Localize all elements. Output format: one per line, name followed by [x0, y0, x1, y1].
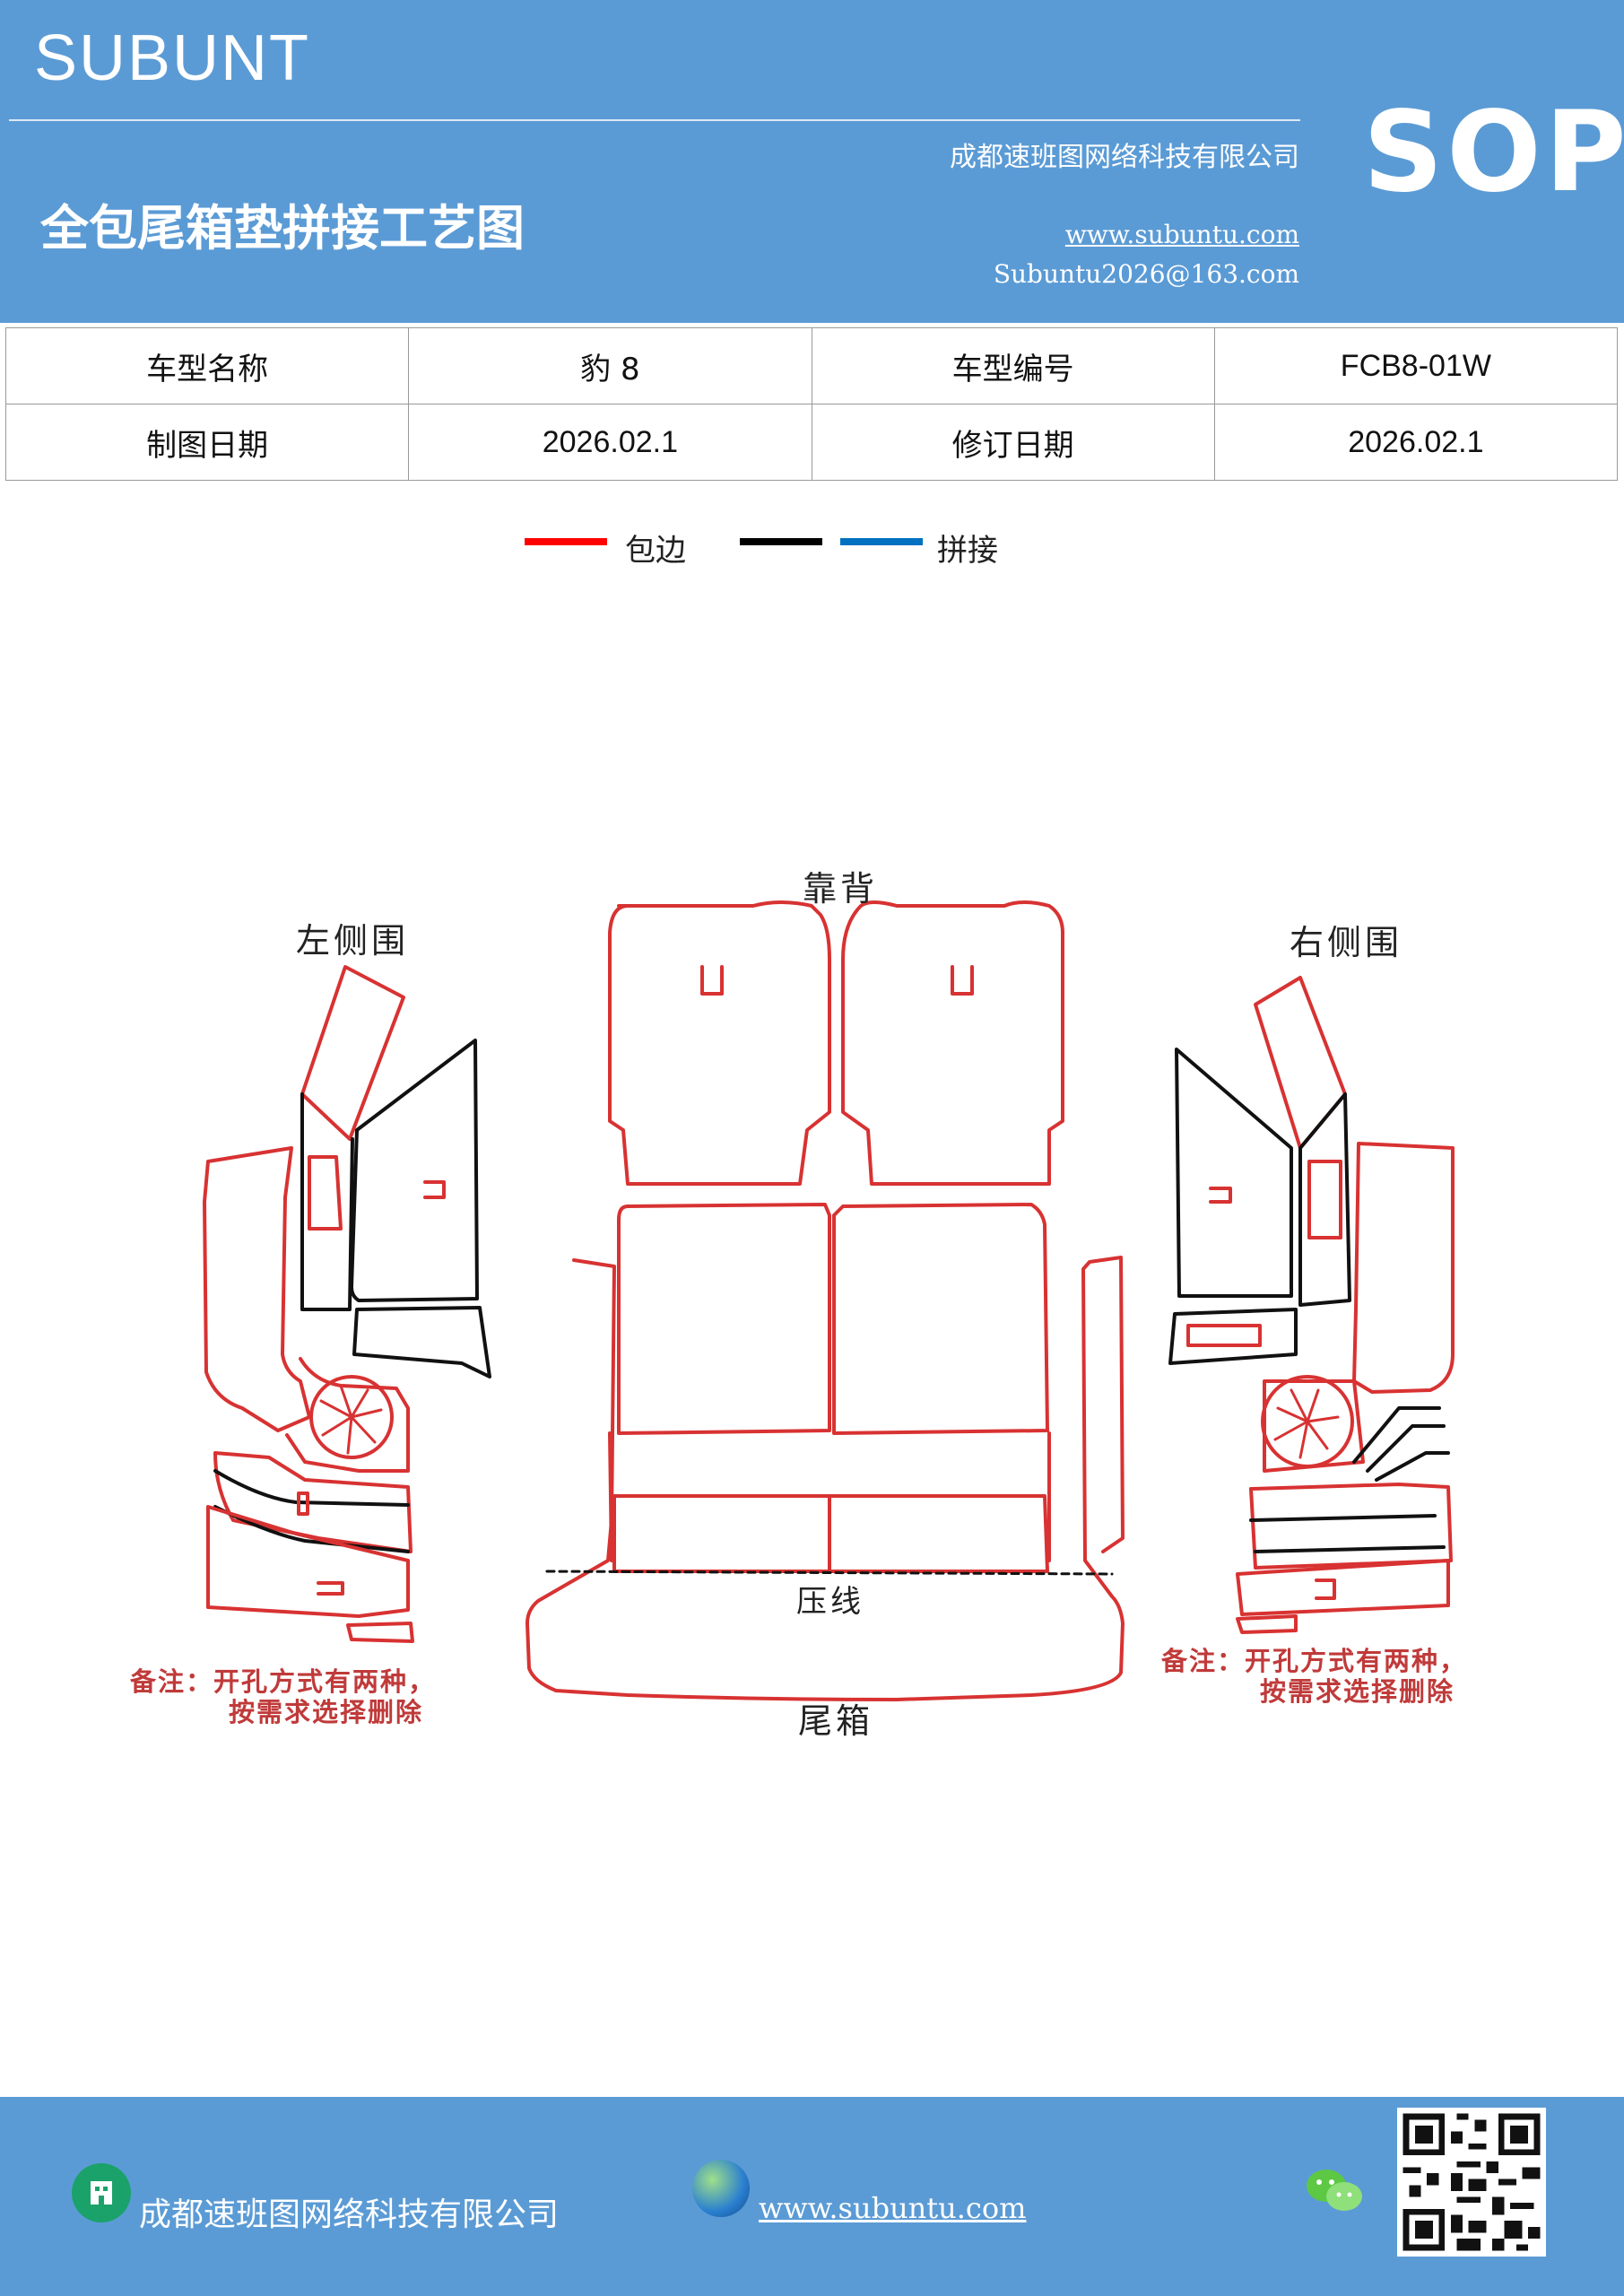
legend-label-edge: 包边 — [625, 533, 686, 569]
backrest-right-piece — [841, 900, 1064, 1186]
legend-swatch-red — [525, 538, 607, 545]
backrest-left-slot — [700, 965, 724, 996]
left-bottom-strip — [352, 1306, 491, 1378]
header-website-link[interactable]: www.subuntu.com — [1064, 220, 1299, 249]
sop-badge: SOP — [1363, 88, 1624, 217]
right-fan-blades — [1273, 1388, 1340, 1459]
trunk-upper-left-panel — [617, 1203, 831, 1435]
note-right-line1: 备注：开孔方式有两种， — [1161, 1646, 1468, 1676]
trunk-left-rail — [608, 1431, 1051, 1562]
diagram-svg — [203, 900, 1455, 1701]
left-lower-slot — [297, 1492, 309, 1516]
trunk-upper-right-panel — [832, 1203, 1049, 1435]
right-bottom-piece — [1236, 1559, 1450, 1616]
note-left-line2: 按需求选择删除 — [229, 1697, 424, 1727]
footer-website-link[interactable]: www.subuntu.com — [759, 2191, 1027, 2225]
left-bottom-piece — [206, 1505, 410, 1618]
header-email[interactable]: Subuntu2026@163.com — [993, 259, 1299, 289]
left-small-slot — [308, 1155, 343, 1231]
header-company: 成都速班图网络科技有限公司 — [950, 142, 1299, 173]
right-lower-black2 — [1249, 1514, 1446, 1553]
left-window-slot — [423, 1180, 446, 1199]
left-fan-blades — [319, 1384, 383, 1455]
right-small-slot — [1307, 1160, 1342, 1239]
note-right-line2: 按需求选择删除 — [1260, 1676, 1455, 1707]
left-lower-red — [213, 1451, 413, 1553]
table-cell: 制图日期 — [4, 404, 410, 481]
label-right-side: 右侧围 — [1290, 923, 1403, 962]
wechat-icon[interactable] — [1305, 2166, 1364, 2216]
backrest-right-slot — [951, 965, 974, 996]
right-window-slot — [1209, 1187, 1232, 1204]
right-main-red — [1352, 1142, 1455, 1394]
right-bottom-slot — [1315, 1578, 1336, 1600]
left-upper-black — [300, 1092, 354, 1311]
right-bottom-strip — [1168, 1308, 1298, 1365]
brand-logo-text: SUBUNT — [34, 22, 311, 94]
right-tail — [1236, 1614, 1298, 1634]
right-wheel-arch — [1263, 1379, 1365, 1473]
table-cell: FCB8-01W — [1213, 327, 1619, 404]
vehicle-info-table: 车型名称 豹 8 车型编号 FCB8-01W 制图日期 2026.02.1 修订… — [4, 327, 1619, 481]
header-divider — [9, 119, 1300, 121]
note-left: 备注：开孔方式有两种， 按需求选择删除 — [130, 1666, 436, 1727]
legend-swatch-black — [740, 538, 822, 545]
label-backrest: 靠背 — [803, 869, 879, 909]
right-upper-black — [1298, 1092, 1351, 1307]
left-main-red — [203, 1146, 311, 1432]
page-title: 全包尾箱垫拼接工艺图 — [40, 199, 525, 257]
table-row: 制图日期 2026.02.1 修订日期 2026.02.1 — [4, 404, 1619, 481]
left-fan-cutout — [309, 1375, 394, 1459]
trunk-lower-panels — [612, 1494, 1049, 1573]
legend-label-seam: 拼接 — [937, 533, 998, 569]
building-icon — [72, 2163, 131, 2222]
left-bottom-slot — [317, 1581, 344, 1596]
label-trunk: 尾箱 — [798, 1701, 874, 1741]
table-cell: 2026.02.1 — [1213, 404, 1619, 481]
table-cell: 车型名称 — [4, 327, 410, 404]
right-window-piece — [1175, 1048, 1293, 1298]
table-cell: 2026.02.1 — [408, 404, 812, 481]
left-lower-black — [213, 1469, 410, 1553]
backrest-left-piece — [608, 900, 831, 1186]
left-upper-red — [300, 965, 405, 1141]
left-wheel-arch — [285, 1357, 410, 1473]
qr-code — [1397, 2108, 1546, 2257]
label-press-line: 压线 — [796, 1584, 864, 1620]
right-upper-red — [1254, 976, 1347, 1150]
trunk-mat-diagram: 靠背 左侧围 右侧围 压线 尾箱 备注：开孔方式有两种， 按需求选择删除 备注：… — [0, 843, 1624, 1776]
press-line — [545, 1570, 1114, 1576]
left-window-piece — [350, 1039, 479, 1302]
table-cell: 修订日期 — [811, 404, 1215, 481]
globe-icon — [692, 2160, 750, 2217]
table-row: 车型名称 豹 8 车型编号 FCB8-01W — [4, 327, 1619, 404]
trunk-outline — [525, 1256, 1125, 1701]
footer-company: 成都速班图网络科技有限公司 — [139, 2196, 560, 2233]
right-lower-red — [1249, 1483, 1453, 1570]
note-right: 备注：开孔方式有两种， 按需求选择删除 — [1161, 1646, 1467, 1707]
left-tail — [346, 1622, 414, 1643]
table-cell: 豹 8 — [408, 327, 812, 404]
legend-swatch-blue — [840, 538, 923, 545]
note-left-line1: 备注：开孔方式有两种， — [130, 1666, 437, 1697]
table-cell: 车型编号 — [811, 327, 1215, 404]
line-legend: 包边 拼接 — [525, 520, 1152, 574]
label-left-side: 左侧围 — [296, 921, 410, 961]
right-lower-black — [1352, 1406, 1450, 1482]
right-strip-slot — [1186, 1324, 1262, 1347]
page-header: SUBUNT 成都速班图网络科技有限公司 全包尾箱垫拼接工艺图 www.subu… — [0, 0, 1624, 323]
